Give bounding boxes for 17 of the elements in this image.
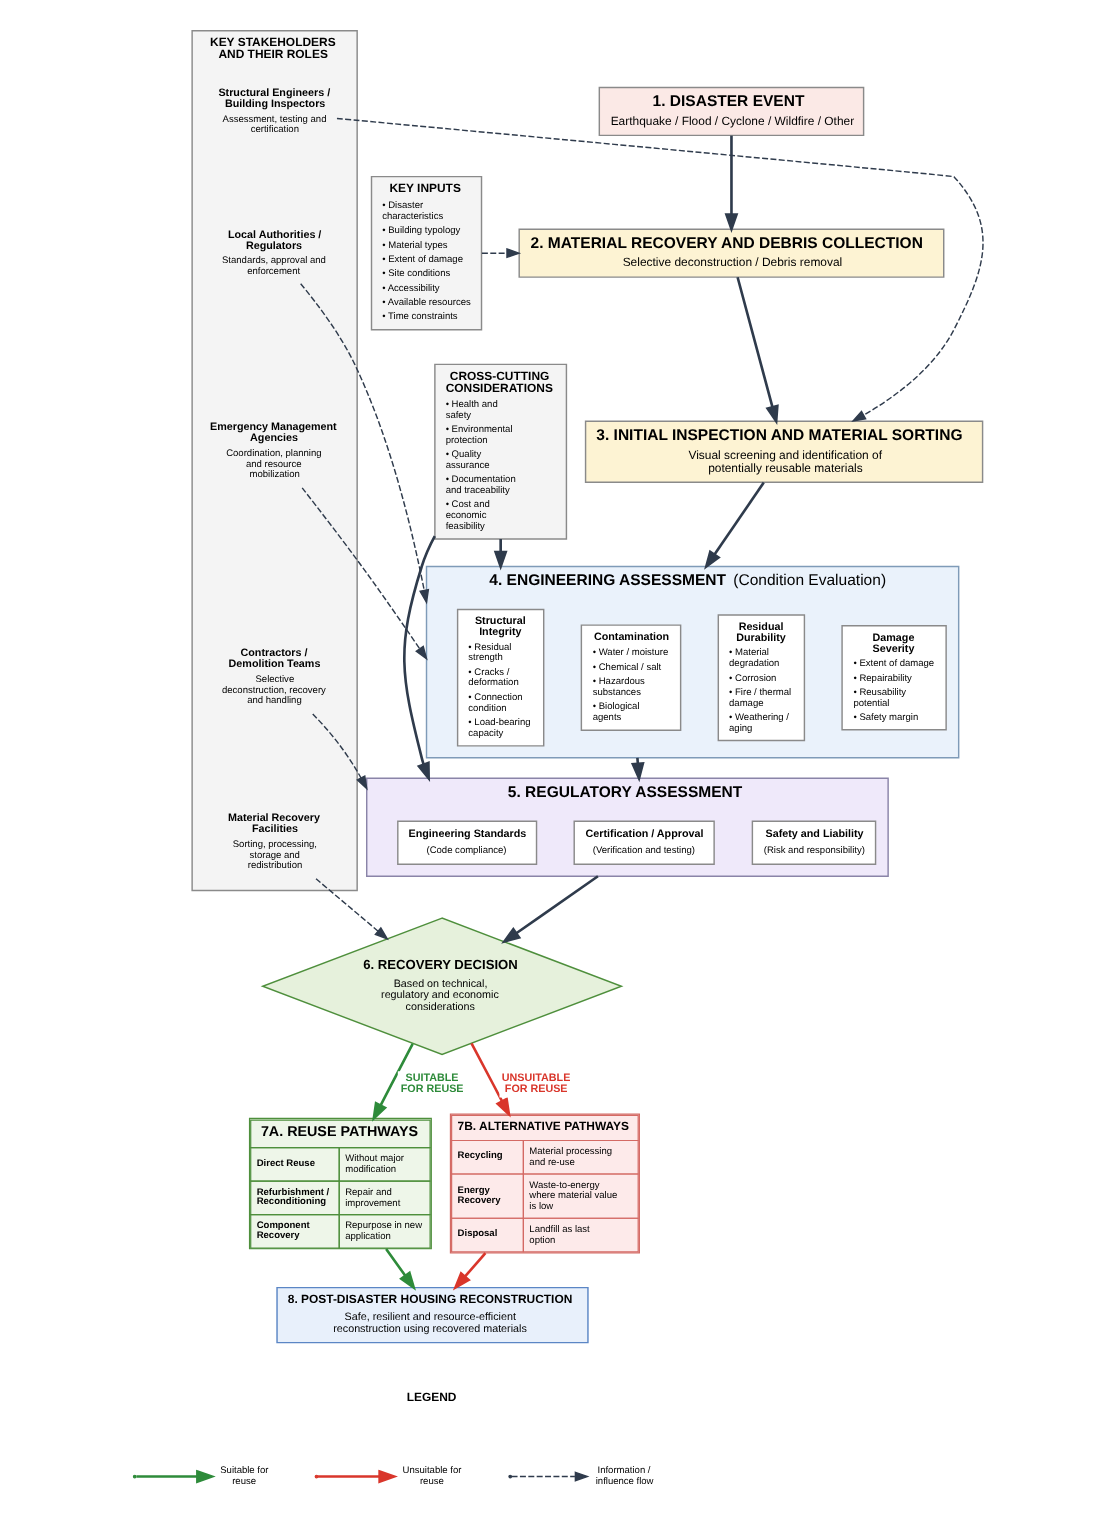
- arrow: [403, 535, 436, 782]
- arrow: [481, 247, 522, 259]
- arrow: [724, 135, 739, 233]
- arrow: [470, 1042, 511, 1118]
- arrow: [301, 487, 428, 661]
- arrow: [312, 713, 368, 791]
- arrow: [299, 283, 430, 605]
- arrow: [452, 1252, 487, 1291]
- arrow: [336, 117, 984, 423]
- arrow: [704, 481, 765, 570]
- arrow: [385, 1248, 417, 1291]
- arrow: [736, 276, 779, 425]
- arrow: [630, 757, 645, 783]
- arrow: [372, 1043, 414, 1122]
- arrow: [315, 878, 389, 941]
- arrow: [501, 875, 599, 944]
- arrow: [493, 539, 508, 571]
